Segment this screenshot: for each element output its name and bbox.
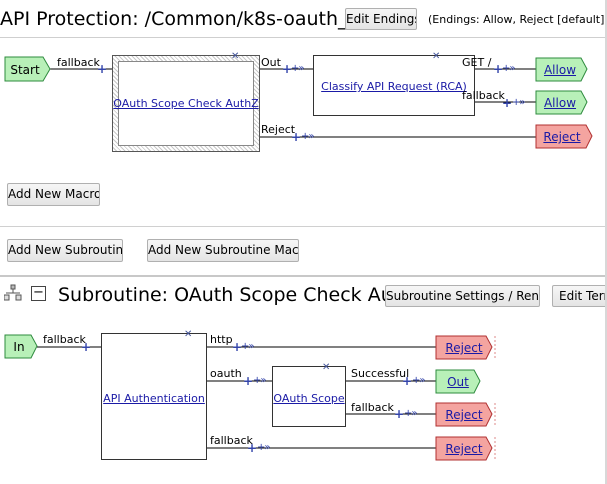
- divider: [0, 275, 607, 277]
- plus-icon[interactable]: +: [282, 62, 293, 76]
- endings-note: (Endings: Allow, Reject [default]): [428, 13, 607, 26]
- double-arrow-icon[interactable]: +»: [512, 97, 525, 108]
- double-arrow-icon[interactable]: +»: [241, 341, 254, 352]
- api-authentication-link[interactable]: API Authentication: [103, 392, 205, 405]
- fallback-branch-label-2: fallback: [462, 89, 505, 102]
- double-arrow-icon[interactable]: +»: [301, 131, 314, 142]
- plus-icon[interactable]: +: [97, 62, 108, 76]
- plus-icon[interactable]: +: [243, 374, 254, 388]
- macro-link[interactable]: OAuth Scope Check AuthZ: [113, 97, 259, 110]
- double-arrow-icon[interactable]: +»: [257, 442, 270, 453]
- double-arrow-icon[interactable]: +»: [412, 375, 425, 386]
- subroutine-settings-button[interactable]: Subroutine Settings / Rename: [385, 285, 540, 307]
- plus-icon[interactable]: +: [502, 96, 513, 110]
- reject-branch-label: Reject: [261, 123, 296, 136]
- edit-terminals-button[interactable]: Edit Term: [552, 285, 607, 307]
- plus-icon[interactable]: +: [402, 374, 413, 388]
- fallback-branch-label-2: fallback: [210, 434, 253, 447]
- close-x-icon[interactable]: ✕: [432, 51, 441, 62]
- add-subroutine-macro-button[interactable]: Add New Subroutine Macro: [147, 239, 299, 262]
- start-label: Start: [10, 63, 40, 77]
- reject-link[interactable]: Reject: [543, 130, 581, 144]
- close-x-icon[interactable]: ✕: [322, 362, 331, 373]
- reject-link-3[interactable]: Reject: [445, 442, 483, 456]
- double-arrow-icon[interactable]: +»: [253, 375, 266, 386]
- allow-terminal-1[interactable]: [535, 57, 588, 82]
- oauth-scope-link[interactable]: OAuth Scope: [273, 392, 345, 405]
- allow-link-2[interactable]: Allow: [543, 96, 577, 110]
- plus-icon[interactable]: +: [291, 130, 302, 144]
- branch-icon[interactable]: [4, 284, 22, 302]
- reject-terminal[interactable]: [535, 124, 594, 149]
- plus-icon[interactable]: +: [493, 62, 504, 76]
- get-branch-label: GET /: [462, 56, 492, 69]
- reject-link-2[interactable]: Reject: [445, 408, 483, 422]
- out-branch-label: Out: [261, 56, 281, 69]
- close-x-icon[interactable]: ✕: [184, 329, 193, 340]
- reject-terminal-2[interactable]: [435, 402, 496, 427]
- subroutine-title: Subroutine: OAuth Scope Check AuthZ: [58, 284, 426, 306]
- start-terminal[interactable]: [4, 56, 51, 82]
- plus-icon[interactable]: +: [394, 407, 405, 421]
- collapse-toggle[interactable]: −: [31, 286, 46, 301]
- double-arrow-icon[interactable]: +»: [291, 63, 304, 74]
- edit-endings-button[interactable]: Edit Endings: [345, 8, 417, 30]
- out-link[interactable]: Out: [447, 375, 469, 389]
- in-terminal[interactable]: [4, 334, 38, 359]
- successful-branch-label: Successful: [351, 367, 410, 380]
- oauth-scope-box[interactable]: [272, 366, 346, 427]
- classify-link[interactable]: Classify API Request (RCA): [321, 80, 467, 93]
- reject-link-1[interactable]: Reject: [445, 341, 483, 355]
- add-macro-button[interactable]: Add New Macro: [7, 183, 100, 206]
- api-authentication-box[interactable]: [101, 333, 207, 460]
- window-edge: [605, 0, 607, 484]
- macro-box[interactable]: [112, 55, 260, 152]
- reject-terminal-3[interactable]: [435, 436, 496, 461]
- divider: [0, 37, 607, 38]
- reject-terminal-1[interactable]: [435, 335, 496, 360]
- out-terminal[interactable]: [435, 369, 482, 394]
- fallback-branch-label-3: fallback: [351, 401, 394, 414]
- fallback-branch-label: fallback: [57, 56, 100, 69]
- in-label: In: [13, 340, 25, 354]
- oauth-branch-label: oauth: [210, 367, 242, 380]
- fallback-branch-label: fallback: [43, 333, 86, 346]
- add-subroutine-button[interactable]: Add New Subroutine: [7, 239, 123, 262]
- close-x-icon[interactable]: ✕: [231, 51, 240, 62]
- double-arrow-icon[interactable]: +»: [502, 63, 515, 74]
- divider: [0, 226, 607, 227]
- classify-box-frame[interactable]: [313, 55, 475, 116]
- plus-icon[interactable]: +: [232, 340, 243, 354]
- http-branch-label: http: [210, 333, 233, 346]
- page-title: API Protection: /Common/k8s-oauth_prp: [0, 8, 380, 30]
- plus-icon[interactable]: +: [247, 441, 258, 455]
- plus-icon[interactable]: +: [81, 340, 92, 354]
- allow-terminal-2[interactable]: [535, 90, 588, 115]
- double-arrow-icon[interactable]: +»: [404, 408, 417, 419]
- allow-link-1[interactable]: Allow: [543, 63, 577, 77]
